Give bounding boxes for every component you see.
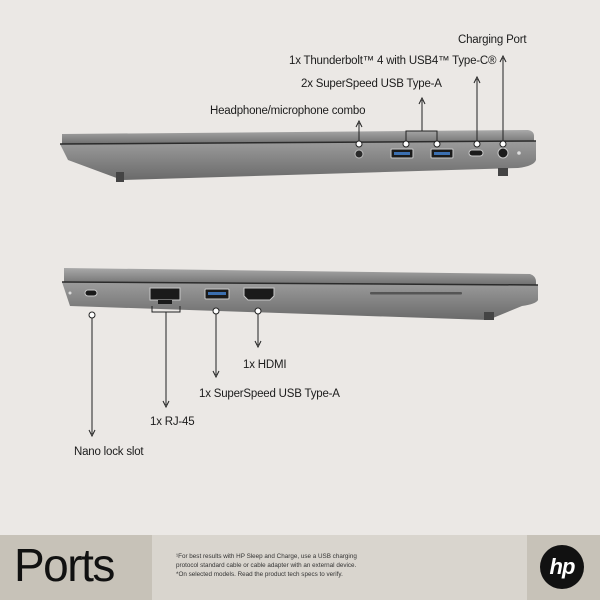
charging-port-label: Charging Port: [458, 34, 527, 46]
usb-c-port: [468, 149, 484, 157]
footer-bar: Ports ¹For best results with HP Sleep an…: [0, 535, 600, 600]
footer-note-panel: [152, 535, 527, 600]
bottom-callout-lines: [88, 306, 262, 438]
hdmi-label: 1x HDMI: [243, 359, 287, 371]
rj45-port: [149, 287, 181, 301]
footnote-line-3: *On selected models. Read the product te…: [176, 571, 343, 578]
usb-a-2x-label: 2x SuperSpeed USB Type-A: [301, 78, 442, 90]
footer-title-panel: [0, 535, 152, 600]
laptop-right-side: [59, 130, 537, 182]
page-title: Ports: [14, 539, 115, 591]
footnote-line-1: ¹For best results with HP Sleep and Char…: [176, 553, 357, 560]
thunderbolt-label: 1x Thunderbolt™ 4 with USB4™ Type-C®: [289, 55, 497, 67]
footnote-line-2: protocol standard cable or cable adapter…: [176, 562, 357, 569]
laptop-left-side: [61, 268, 539, 320]
hp-logo-icon: hp: [540, 545, 584, 589]
nano-lock-slot-port: [84, 289, 98, 297]
rj45-label: 1x RJ-45: [150, 416, 195, 428]
nano-lock-label: Nano lock slot: [74, 446, 144, 458]
hdmi-port: [243, 287, 275, 301]
headphone-jack: [354, 149, 364, 159]
headphone-label: Headphone/microphone combo: [210, 105, 366, 117]
top-callout-lines: [355, 54, 507, 148]
usb-a-1x-label: 1x SuperSpeed USB Type-A: [199, 388, 340, 400]
charging-port: [497, 147, 509, 159]
